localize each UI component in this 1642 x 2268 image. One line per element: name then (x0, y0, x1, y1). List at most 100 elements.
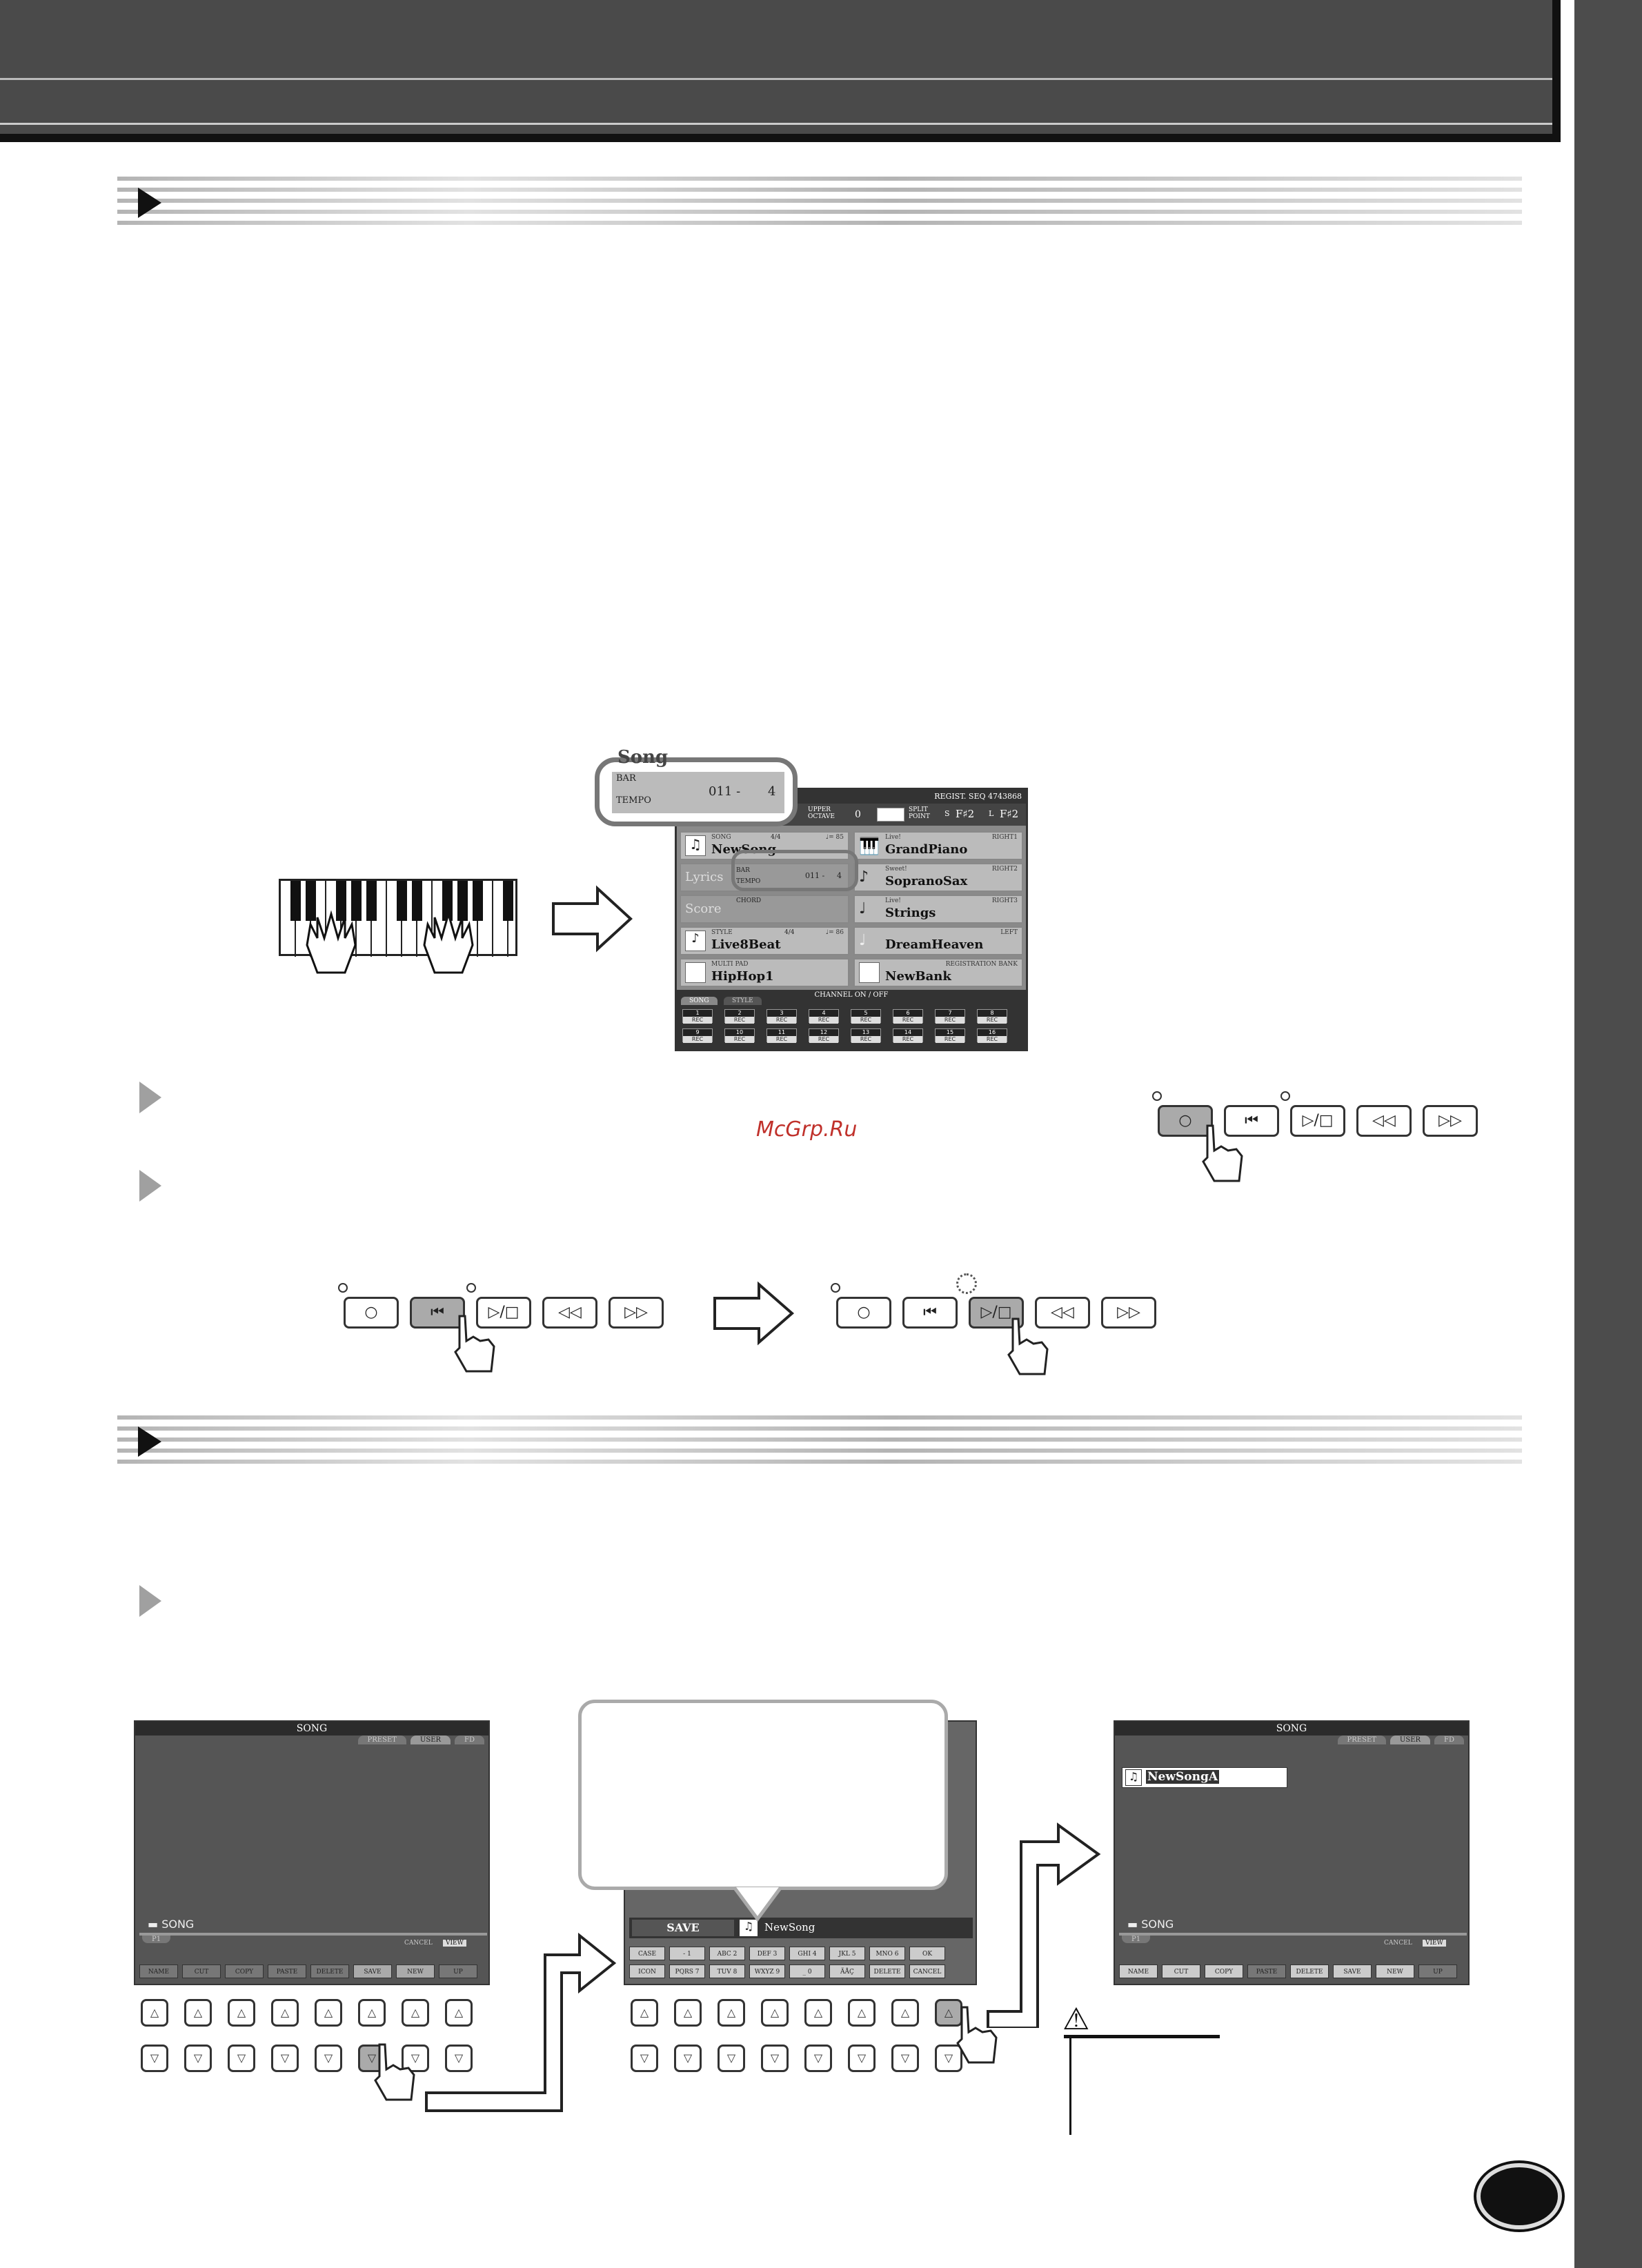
song-name-field[interactable]: NewSong (764, 1921, 815, 1933)
new-button[interactable]: NEW (396, 1964, 435, 1978)
cancel-label[interactable]: CANCEL (1384, 1940, 1412, 1947)
multipad-cell[interactable]: MULTI PAD HipHop1 (680, 958, 849, 987)
tab-user[interactable]: USER (1389, 1735, 1431, 1744)
up-panel-button[interactable]: △ (935, 1999, 962, 2027)
tab-user[interactable]: USER (410, 1735, 451, 1744)
folder-row[interactable]: ▬ SONG (148, 1918, 194, 1931)
rew-button[interactable]: ◁◁ (1356, 1105, 1412, 1137)
rec-button[interactable]: ○ (836, 1297, 891, 1329)
up-panel-button[interactable]: △ (315, 1999, 342, 2027)
down-panel-button[interactable]: ▽ (674, 2045, 702, 2072)
up-panel-button[interactable]: △ (184, 1999, 212, 2027)
left-cell[interactable]: ♩ LEFT DreamHeaven (853, 926, 1023, 955)
right3-cell[interactable]: ♩ Live! RIGHT3 Strings (853, 895, 1023, 924)
rew-button[interactable]: ◁◁ (1035, 1297, 1090, 1329)
ff-button[interactable]: ▷▷ (1101, 1297, 1156, 1329)
case-button[interactable]: CASE (629, 1947, 665, 1960)
ok-button[interactable]: OK (909, 1947, 945, 1960)
key-6-button[interactable]: MNO 6 (869, 1947, 905, 1960)
rew-button[interactable]: ◁◁ (542, 1297, 597, 1329)
up-panel-button[interactable]: △ (141, 1999, 168, 2027)
copy-button[interactable]: COPY (225, 1964, 264, 1978)
new-button[interactable]: NEW (1376, 1964, 1414, 1978)
tab-preset[interactable]: PRESET (357, 1735, 406, 1744)
up-button[interactable]: UP (439, 1964, 477, 1978)
char-cancel-button[interactable]: CANCEL (909, 1964, 945, 1978)
page-tab[interactable]: P1 (1122, 1936, 1151, 1943)
song-cell[interactable]: ♫ SONG 4/4 ♩= 85 NewSong (680, 831, 849, 860)
lyrics-cell[interactable]: Lyrics BAR TEMPO 011 - 4 (680, 863, 849, 892)
key-0-button[interactable]: _ 0 (789, 1964, 825, 1978)
tab-style[interactable]: STYLE (724, 997, 762, 1005)
play-stop-button[interactable]: ▷/□ (476, 1297, 531, 1329)
rec-button[interactable]: ○ (1158, 1105, 1213, 1137)
up-panel-button[interactable]: △ (445, 1999, 473, 2027)
copy-button[interactable]: COPY (1205, 1964, 1243, 1978)
play-stop-button[interactable]: ▷/□ (1290, 1105, 1345, 1137)
down-panel-button[interactable]: ▽ (271, 2045, 299, 2072)
down-panel-button[interactable]: ▽ (228, 2045, 255, 2072)
right1-cell[interactable]: 🎹 Live! RIGHT1 GrandPiano (853, 831, 1023, 860)
saved-file-item[interactable]: ♫ NewSongA (1122, 1767, 1287, 1788)
key-2-button[interactable]: ABC 2 (709, 1947, 745, 1960)
key-1-button[interactable]: - 1 (669, 1947, 705, 1960)
tab-fd[interactable]: FD (1434, 1735, 1464, 1744)
key-7-button[interactable]: PQRS 7 (669, 1964, 705, 1978)
top-button[interactable]: ⏮ (902, 1297, 958, 1329)
down-panel-button[interactable]: ▽ (445, 2045, 473, 2072)
key-8-button[interactable]: TUV 8 (709, 1964, 745, 1978)
accent-button[interactable]: ÄÅÇ (829, 1964, 865, 1978)
up-panel-button[interactable]: △ (718, 1999, 745, 2027)
down-panel-button[interactable]: ▽ (891, 2045, 919, 2072)
name-button[interactable]: NAME (1119, 1964, 1158, 1978)
tab-fd[interactable]: FD (455, 1735, 484, 1744)
key-5-button[interactable]: JKL 5 (829, 1947, 865, 1960)
up-panel-button[interactable]: △ (761, 1999, 789, 2027)
down-panel-button[interactable]: ▽ (718, 2045, 745, 2072)
up-panel-button[interactable]: △ (891, 1999, 919, 2027)
down-panel-button[interactable]: ▽ (315, 2045, 342, 2072)
ff-button[interactable]: ▷▷ (1423, 1105, 1478, 1137)
key-4-button[interactable]: GHI 4 (789, 1947, 825, 1960)
key-3-button[interactable]: DEF 3 (749, 1947, 785, 1960)
down-panel-button[interactable]: ▽ (184, 2045, 212, 2072)
paste-button[interactable]: PASTE (268, 1964, 306, 1978)
down-panel-button[interactable]: ▽ (631, 2045, 658, 2072)
up-panel-button[interactable]: △ (228, 1999, 255, 2027)
up-panel-button[interactable]: △ (804, 1999, 832, 2027)
cancel-label[interactable]: CANCEL (404, 1940, 433, 1947)
up-panel-button[interactable]: △ (631, 1999, 658, 2027)
down-panel-button[interactable]: ▽ (935, 2045, 962, 2072)
right2-cell[interactable]: ♪ Sweet! RIGHT2 SopranoSax (853, 863, 1023, 892)
folder-row[interactable]: ▬ SONG (1127, 1918, 1174, 1931)
tab-preset[interactable]: PRESET (1337, 1735, 1386, 1744)
top-button[interactable]: ⏮ (1224, 1105, 1279, 1137)
save-button[interactable]: SAVE (1333, 1964, 1372, 1978)
view-label[interactable]: VIEW (443, 1940, 466, 1947)
regbank-cell[interactable]: REGISTRATION BANK NewBank (853, 958, 1023, 987)
delete-button[interactable]: DELETE (310, 1964, 349, 1978)
up-panel-button[interactable]: △ (402, 1999, 429, 2027)
key-9-button[interactable]: WXYZ 9 (749, 1964, 785, 1978)
top-button[interactable]: ⏮ (410, 1297, 465, 1329)
name-button[interactable]: NAME (139, 1964, 178, 1978)
style-cell[interactable]: ♪ STYLE 4/4 ♩= 86 Live8Beat (680, 926, 849, 955)
tab-song[interactable]: SONG (681, 997, 718, 1005)
down-panel-button[interactable]: ▽ (761, 2045, 789, 2072)
delete-button[interactable]: DELETE (1290, 1964, 1329, 1978)
down-panel-button[interactable]: ▽ (848, 2045, 876, 2072)
